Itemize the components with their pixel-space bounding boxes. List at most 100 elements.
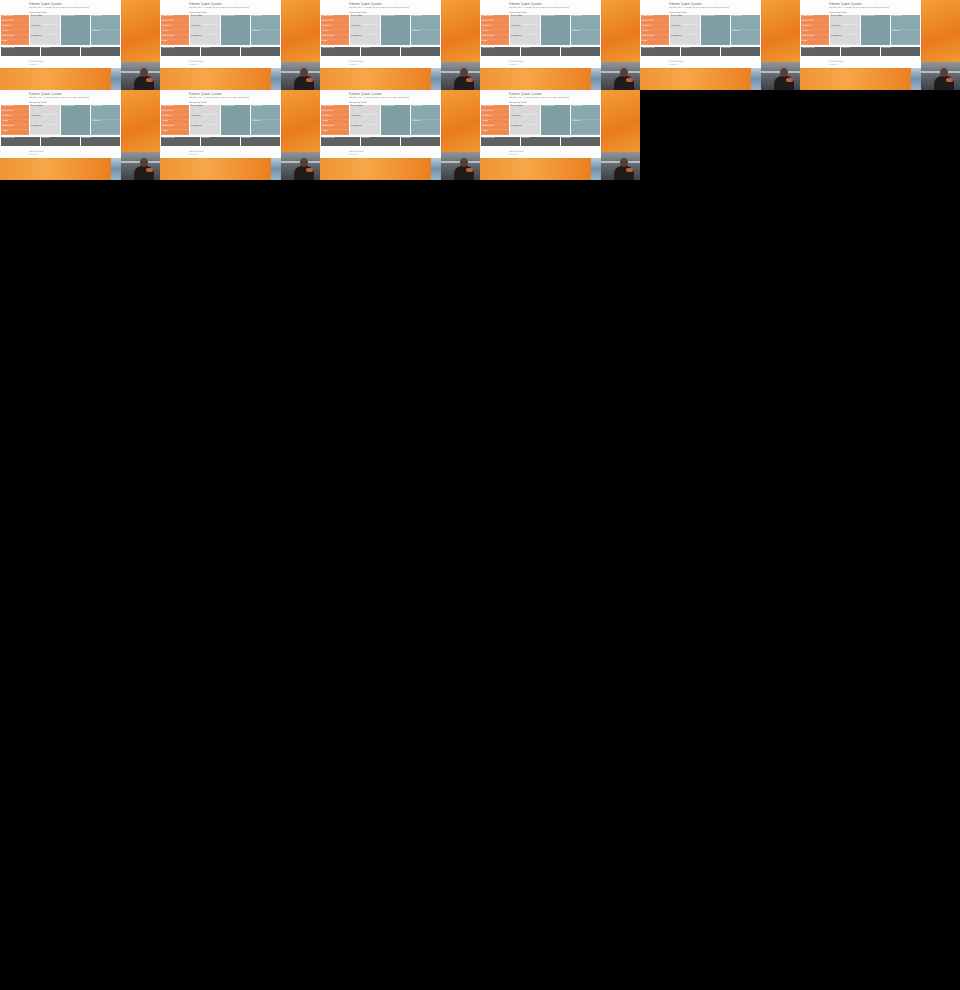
dark-info-box: Onboarding Steps [481, 47, 520, 56]
orange-cell-label: Training [642, 30, 648, 32]
grey-cell-label: Target Market [511, 26, 521, 27]
orange-background-band [800, 68, 912, 90]
orange-cell-label: Lead Access [482, 25, 492, 27]
orange-background-band [160, 158, 272, 180]
dark-info-box: Next Actions [561, 47, 600, 56]
grey-cell-label: Sales Approach [191, 36, 203, 37]
teal-cell-label: Requirements [92, 106, 102, 107]
orange-background-band [160, 68, 272, 90]
grey-cell-label: Business Model [671, 16, 683, 17]
orange-cell-label: Revenue Share [2, 20, 14, 22]
slide-title: Partner Quick Course [509, 2, 542, 6]
teal-cell-label: Certification [252, 121, 261, 122]
orange-cell-label: Training [322, 30, 328, 32]
slide-section-heading: Partnership Profile [509, 101, 527, 104]
grey-cell-label: Target Market [31, 116, 41, 117]
slide-section-heading: Partnership Profile [509, 11, 527, 14]
presenter-arm [626, 78, 633, 82]
slide-footnote: Partner level [509, 64, 518, 66]
orange-cell-label: Partner Benefits [2, 15, 14, 17]
slide-footnote: Partner level [349, 64, 358, 66]
orange-cell-label: Support [482, 40, 488, 42]
orange-cell-label: Training [802, 30, 808, 32]
dark-box-label: Next Actions [242, 138, 251, 139]
orange-cell-label: Lead Access [2, 25, 12, 27]
teal-cell-label: Certification [892, 31, 901, 32]
orange-cell-label: Partner Benefits [482, 15, 494, 17]
grey-cell-label: Business Model [351, 106, 363, 107]
blue-panel-strip [591, 68, 601, 90]
teal-cell-label: Certification [92, 31, 101, 32]
dark-box-label: Onboarding Steps [482, 138, 495, 139]
dark-box-label: Resources [842, 48, 850, 49]
presenter-arm [466, 78, 473, 82]
orange-cell-label: Lead Access [322, 115, 332, 117]
blue-panel-strip [431, 158, 441, 180]
presenter-webcam [921, 62, 960, 90]
grey-cell-label: Sales Approach [351, 36, 363, 37]
grey-cell-label: Business Model [511, 106, 523, 107]
teal-column: Value Proposition [61, 105, 90, 135]
orange-cell-label: Lead Access [2, 115, 12, 117]
dark-info-box: Onboarding Steps [321, 47, 360, 56]
presenter-webcam [601, 152, 640, 180]
presenter-webcam [761, 62, 800, 90]
orange-background-band [480, 68, 592, 90]
dark-box-label: Next Actions [402, 48, 411, 49]
grey-cell-label: Target Market [351, 26, 361, 27]
slide-title: Partner Quick Course [509, 92, 542, 96]
teal-column: Value Proposition [381, 15, 410, 45]
orange-cell-label: Training [322, 120, 328, 122]
blue-panel-strip [111, 158, 121, 180]
presenter-head [620, 158, 628, 167]
teal-cell-label: Certification [572, 121, 581, 122]
dark-info-box: Onboarding Steps [321, 137, 360, 146]
orange-cell-label: Revenue Share [642, 20, 654, 22]
dark-info-box: Onboarding Steps [1, 47, 40, 56]
grey-cell-label: Business Model [31, 16, 43, 17]
presenter-webcam [601, 62, 640, 90]
grey-cell-label: Business Model [351, 16, 363, 17]
dark-box-label: Onboarding Steps [322, 138, 335, 139]
slide-section-heading: Partnership Profile [189, 101, 207, 104]
grey-cell-label: Sales Approach [31, 36, 43, 37]
dark-info-box: Next Actions [81, 137, 120, 146]
grey-cell-label: Sales Approach [511, 36, 523, 37]
grey-cell-label: Sales Approach [511, 126, 523, 127]
orange-cell-label: Revenue Share [322, 20, 334, 22]
slide-footer: Reseller Partner [509, 61, 524, 63]
teal-cell-label: Requirements [892, 16, 902, 17]
dark-box-label: Onboarding Steps [322, 48, 335, 49]
teal-cell-label: Value Proposition [382, 16, 395, 17]
dark-box-label: Onboarding Steps [642, 48, 655, 49]
presenter-arm [786, 78, 793, 82]
teal-cell-label: Requirements [412, 106, 422, 107]
dark-info-box: Resources [361, 137, 400, 146]
orange-cell-label: Partner Benefits [802, 15, 814, 17]
slide-footer: Reseller Partner [509, 151, 524, 153]
dark-info-box: Resources [681, 47, 720, 56]
